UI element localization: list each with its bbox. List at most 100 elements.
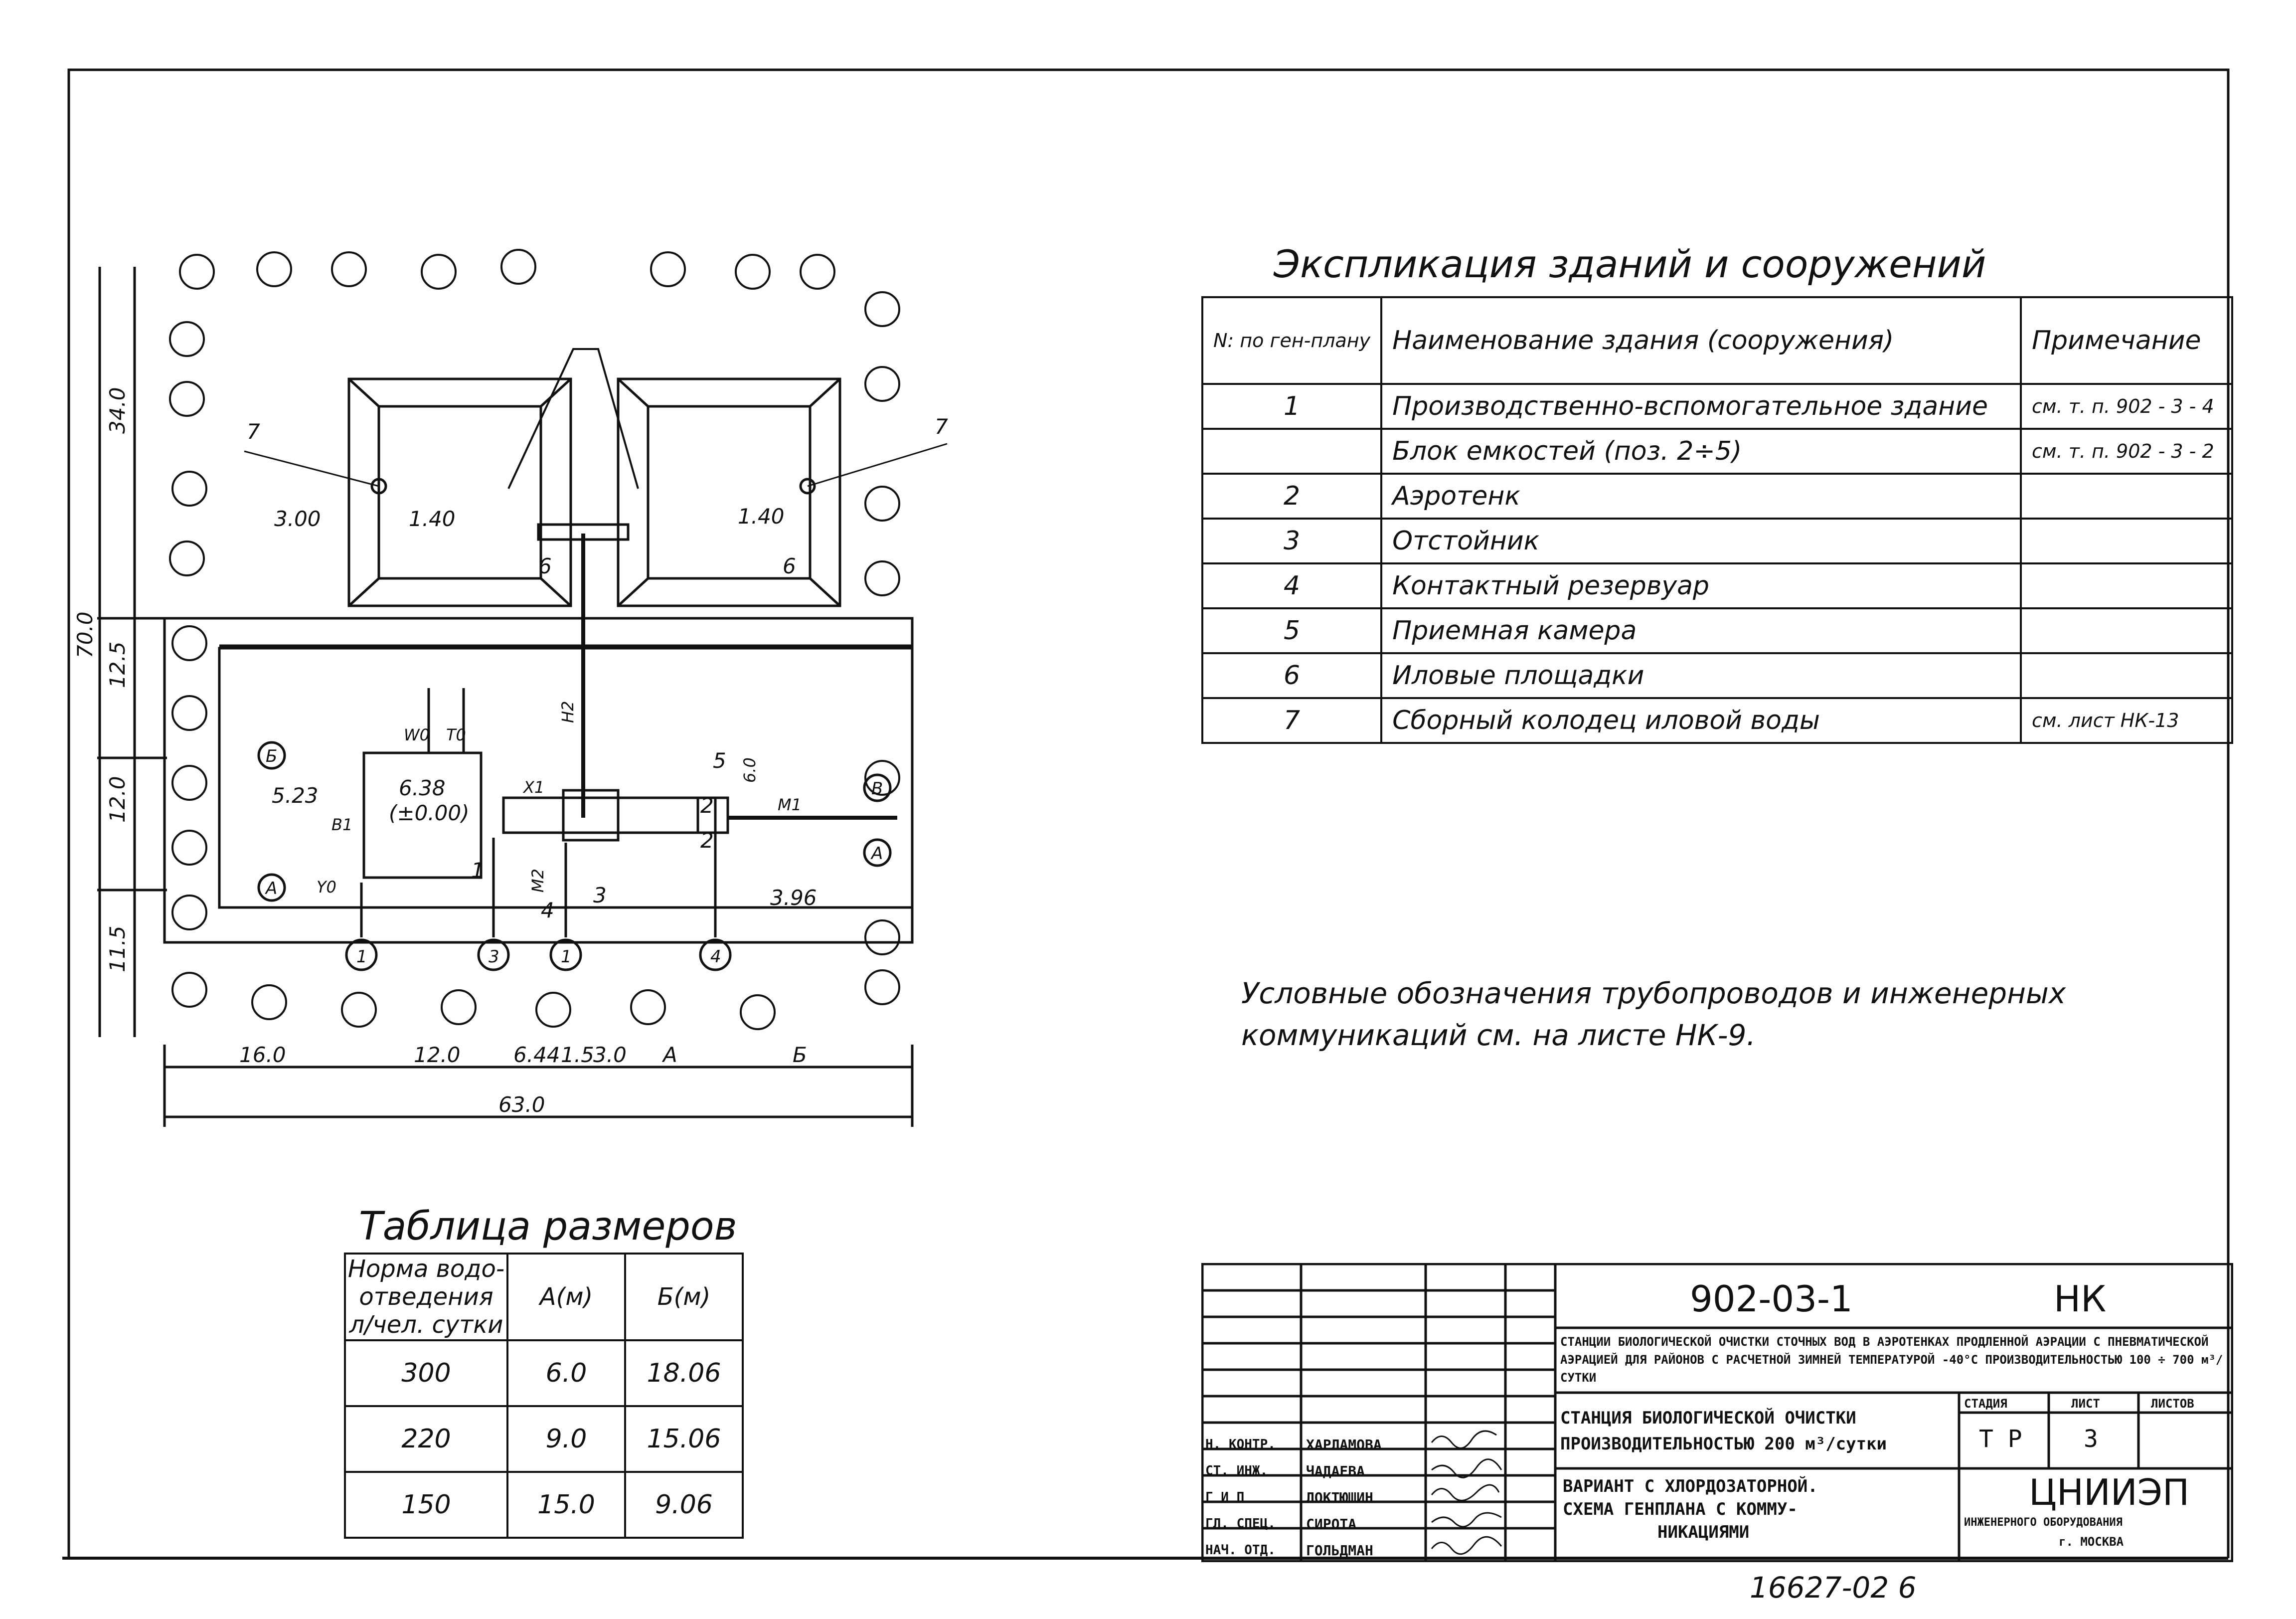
expl-header-n: N: по ген-плану	[1201, 296, 1383, 385]
list-value: 3	[2084, 1425, 2098, 1453]
expl-cell: см. т. п. 902 - 3 - 2	[2020, 428, 2233, 475]
axis-1b: 1	[561, 947, 572, 967]
expl-cell: Производственно-вспомогательное здание	[1380, 383, 2022, 430]
title-block-grid	[1201, 1263, 2233, 1562]
expl-cell	[2020, 607, 2233, 654]
elev-4: 5.23	[272, 783, 319, 808]
station-title-line: СТАНЦИЯ БИОЛОГИЧЕСКОЙ ОЧИСТКИ	[1560, 1408, 1856, 1428]
dim-bottom-1: 16.0	[239, 1043, 286, 1067]
project-description: СТАНЦИИ БИОЛОГИЧЕСКОЙ ОЧИСТКИ СТОЧНЫХ ВО…	[1560, 1335, 2223, 1385]
label-2-b: 2	[700, 828, 714, 853]
label-6-left: 6	[538, 554, 552, 578]
building-1	[362, 751, 483, 879]
elev-2: 1.40	[409, 507, 456, 531]
dim-left-total: 70.0	[73, 611, 97, 658]
station-title: СТАНЦИЯ БИОЛОГИЧЕСКОЙ ОЧИСТКИ ПРОИЗВОДИТ…	[1560, 1405, 1887, 1457]
pipe-m2: M2	[528, 869, 547, 893]
dim-bottom-6: A	[661, 1043, 677, 1067]
expl-cell: 7	[1201, 697, 1383, 744]
expl-cell: Сборный колодец иловой воды	[1380, 697, 2022, 744]
expl-cell	[2020, 652, 2233, 699]
list-header: ЛИСТ	[2071, 1397, 2100, 1411]
pipe-m1: M1	[778, 795, 802, 814]
axis-a-right: A	[870, 844, 883, 864]
elev-5: 6.38	[399, 776, 446, 800]
expl-cell	[1201, 428, 1383, 475]
title-block: 902-03-1 НК СТАНЦИИ БИОЛОГИЧЕСКОЙ ОЧИСТК…	[1201, 1263, 2233, 1562]
role: ГЛ. СПЕЦ.	[1205, 1516, 1276, 1531]
dim-bottom-7: Б	[793, 1043, 807, 1067]
expl-cell: см. лист НК-13	[2020, 697, 2233, 744]
trees	[169, 249, 900, 1030]
sludge-bed-left	[347, 377, 572, 607]
elev-6: (±0.00)	[389, 801, 469, 825]
stage-value: Т Р	[1979, 1425, 2022, 1453]
role: Г И П	[1205, 1490, 1245, 1505]
expl-cell: 6	[1201, 652, 1383, 699]
sizes-header: A(м)	[506, 1253, 626, 1341]
elev-7: 3.96	[770, 886, 817, 910]
lists-header: ЛИСТОВ	[2151, 1397, 2194, 1411]
label-4: 4	[541, 898, 554, 922]
dim-bottom-2: 12.0	[414, 1043, 461, 1067]
expl-cell: см. т. п. 902 - 3 - 4	[2020, 383, 2233, 430]
sizes-cell: 150	[344, 1471, 508, 1539]
pipe-x1: X1	[522, 778, 544, 797]
expl-cell: Контактный резервуар	[1380, 562, 2022, 609]
axis-4: 4	[710, 947, 721, 967]
sizes-header: Норма водо-отведения л/чел. сутки	[344, 1253, 508, 1341]
expl-cell	[2020, 562, 2233, 609]
sizes-header: Б(м)	[624, 1253, 744, 1341]
dim-bottom-5: 3.0	[593, 1043, 627, 1067]
elev-3: 1.40	[738, 504, 785, 529]
sizes-cell: 6.0	[506, 1339, 626, 1407]
table-row: Блок емкостей (поз. 2÷5)см. т. п. 902 - …	[1201, 428, 2233, 475]
sludge-bed-right	[617, 377, 841, 607]
person-name: СИРОТА	[1306, 1516, 1357, 1532]
signature-roles: Н. КОНТР. СТ. ИНЖ. Г И П ГЛ. СПЕЦ. НАЧ. …	[1205, 1432, 1276, 1564]
legend-note-line: Условные обозначения трубопроводов и инж…	[1241, 976, 2066, 1010]
person-name: ХАРЛАМОВА	[1306, 1437, 1382, 1453]
label-3: 3	[593, 883, 607, 907]
pipe-y0: Y0	[317, 878, 336, 897]
sizes-table: Норма водо-отведения л/чел. сутки A(м) Б…	[344, 1253, 744, 1539]
drawing-mark: НК	[2054, 1278, 2107, 1320]
axis-b-right: B	[871, 779, 883, 799]
sheet-frame	[67, 68, 2230, 1558]
pipe-h2: H2	[558, 701, 577, 723]
dim-bottom-3: 6.44	[513, 1043, 560, 1067]
expl-cell: 1	[1201, 383, 1383, 430]
role: СТ. ИНЖ.	[1205, 1463, 1268, 1478]
sheet-title-line: СХЕМА ГЕНПЛАНА С КОММУ-	[1563, 1499, 1798, 1519]
axis-3: 3	[489, 947, 499, 967]
expl-cell: 2	[1201, 473, 1383, 520]
label-6-right: 6	[783, 554, 796, 578]
dim-left-3: 12.0	[105, 776, 130, 823]
org-subtitle: ИНЖЕНЕРНОГО ОБОРУДОВАНИЯ	[1964, 1516, 2123, 1529]
expl-cell	[2020, 473, 2233, 520]
dim-bottom-total: 63.0	[498, 1092, 545, 1117]
dim-bottom-4: 1.5	[561, 1043, 594, 1067]
pipe-b1: B1	[331, 815, 352, 834]
axis-a-left: A	[265, 879, 277, 899]
dim-left-4: 11.5	[105, 925, 130, 972]
expl-cell: Отстойник	[1380, 518, 2022, 564]
dim-6-0: 6.0	[740, 757, 759, 783]
label-1: 1	[471, 858, 485, 883]
sizes-cell: 9.06	[624, 1471, 744, 1539]
role: Н. КОНТР.	[1205, 1437, 1276, 1452]
sizes-cell: 15.06	[624, 1405, 744, 1473]
axis-b-left: Б	[266, 746, 277, 766]
person-name: ЛОКТЮШИН	[1306, 1489, 1373, 1506]
sizes-cell: 300	[344, 1339, 508, 1407]
axis-1: 1	[356, 947, 367, 967]
